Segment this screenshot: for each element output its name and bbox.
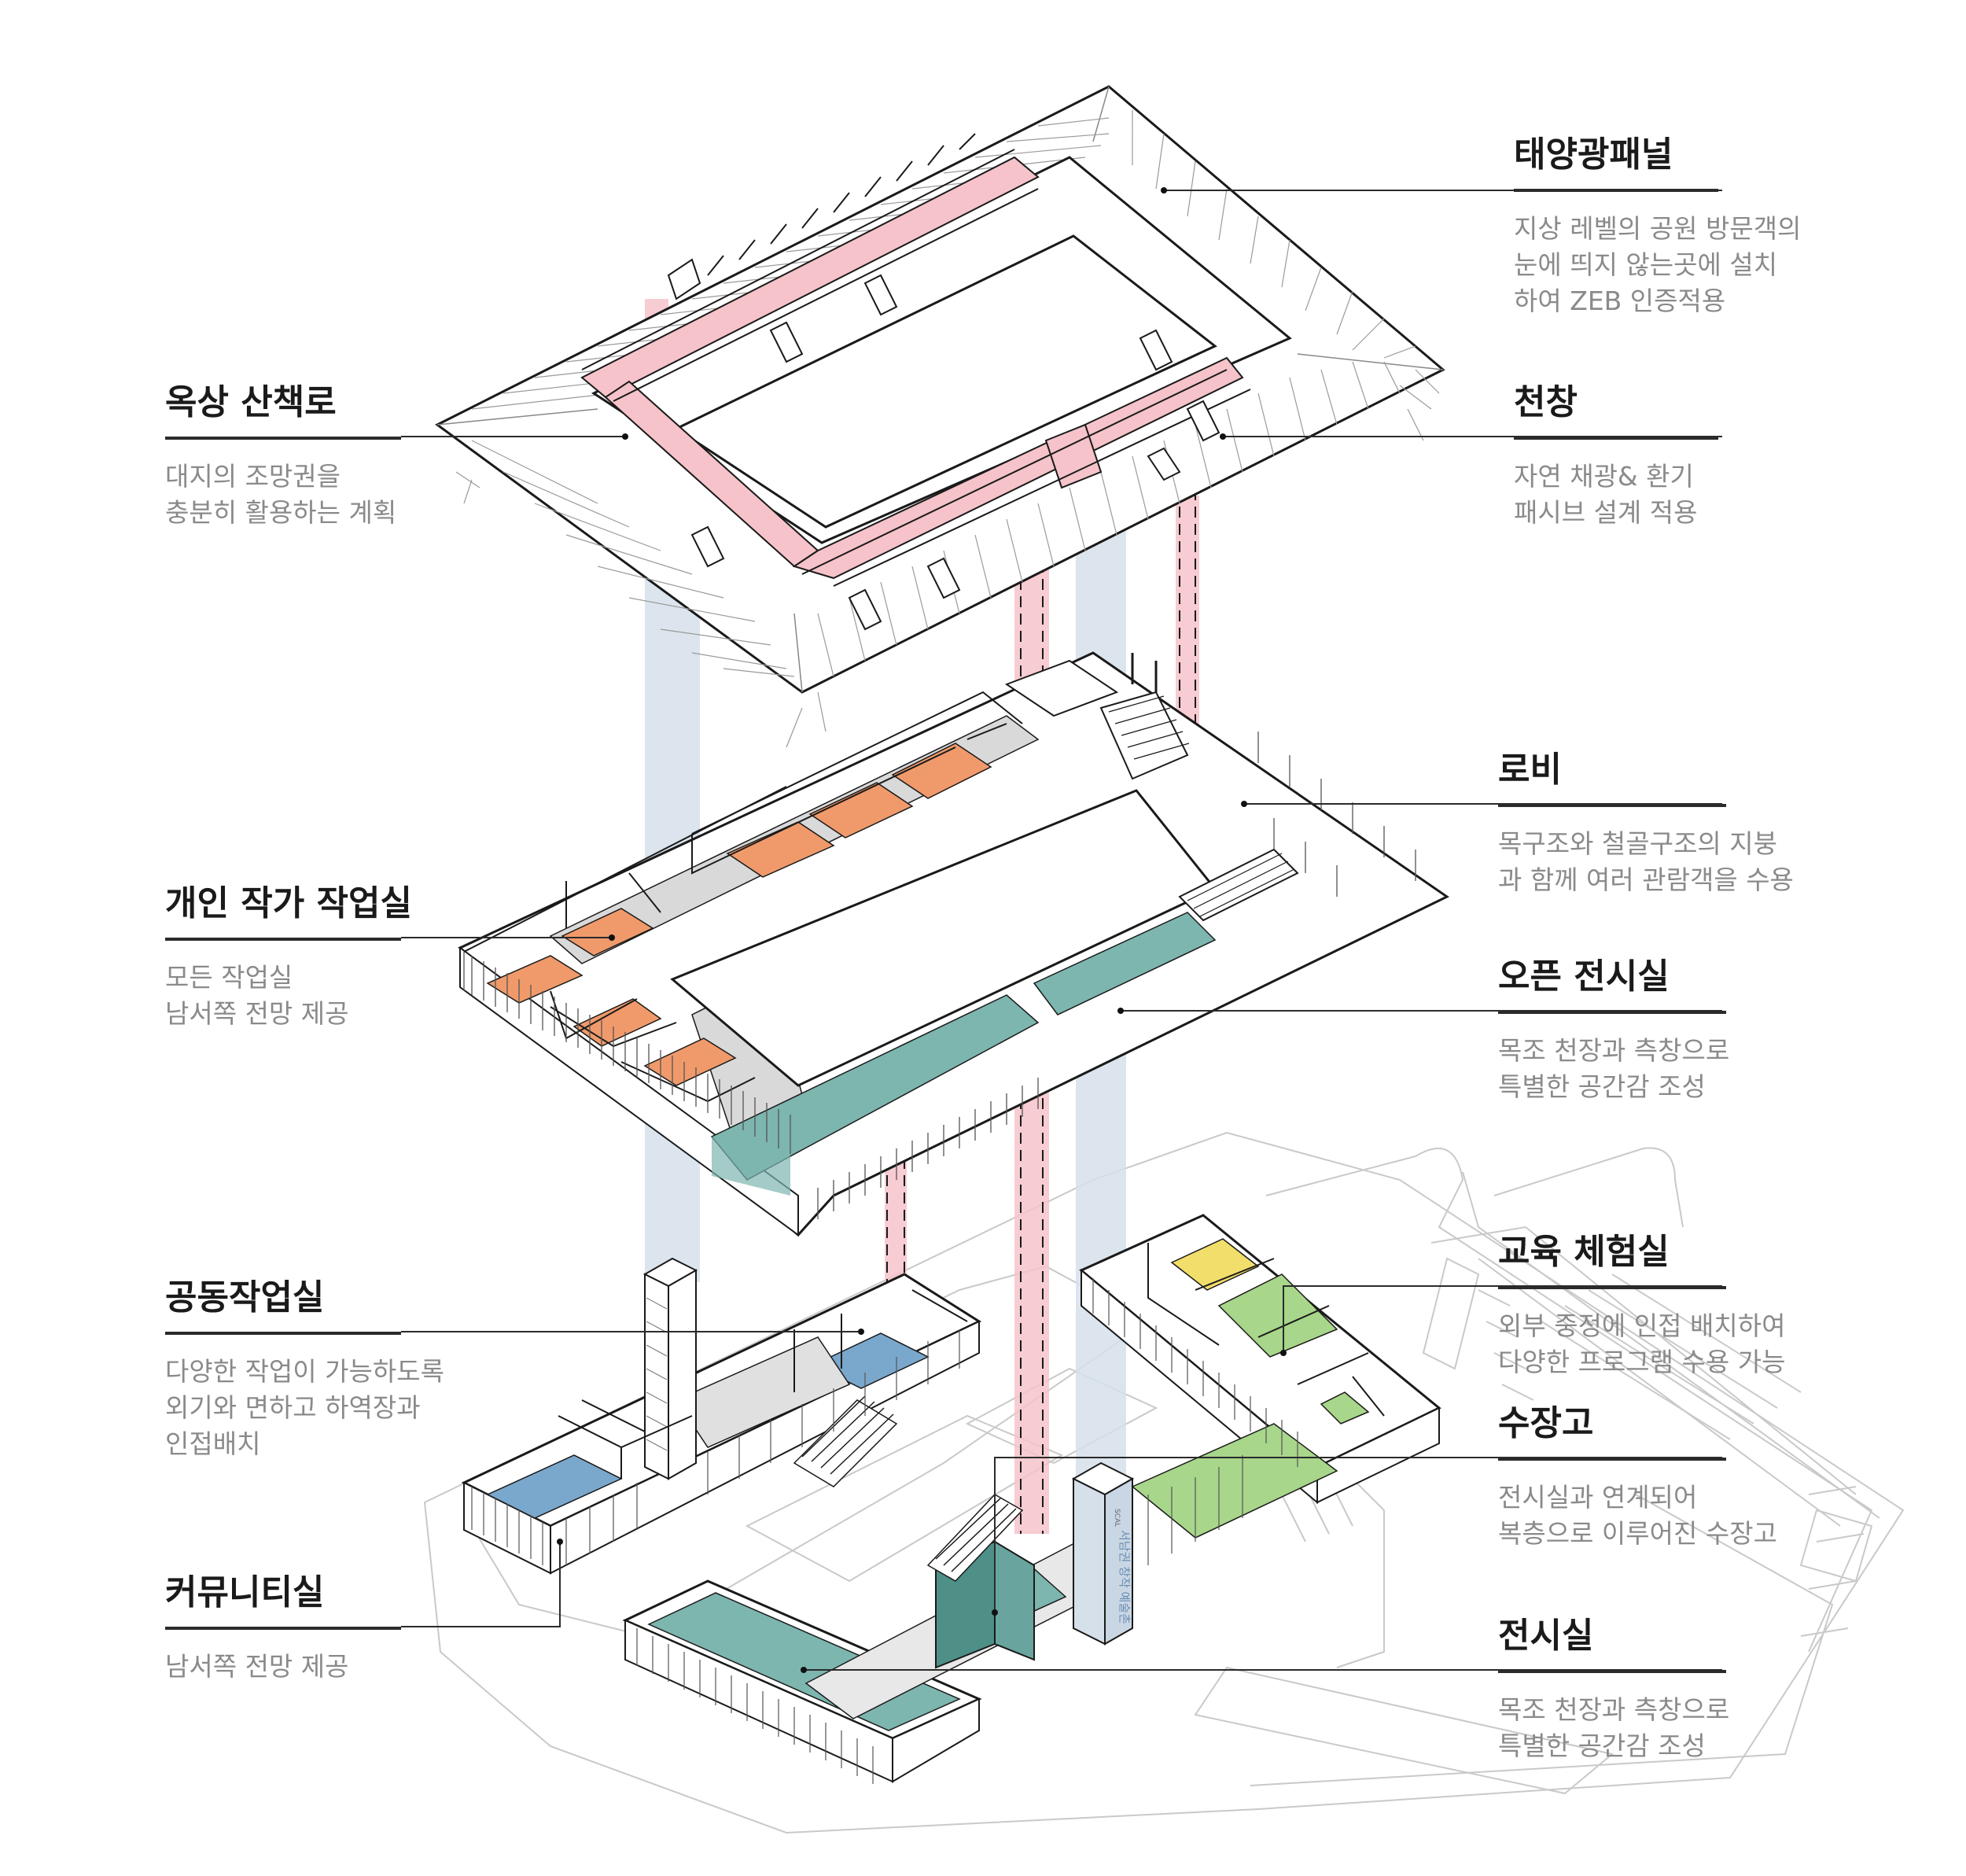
solar-panel-title: 태양광패널 — [1514, 135, 1673, 175]
solar-panel-rule — [1514, 189, 1718, 192]
core-sign-name: 서남권 창작 예술촌 — [1117, 1530, 1132, 1624]
rooftop-walk-title: 옥상 산책로 — [165, 382, 337, 422]
lobby-desc: 목구조와 철골구조의 지붕 과 함께 여러 관람객을 수용 — [1498, 826, 1794, 898]
solar-desc-line: 하여 ZEB 인증적용 — [1514, 286, 1726, 316]
shared-studio-title: 공동작업실 — [165, 1277, 325, 1318]
education-room-desc: 외부 중정에 인접 배치하여 다양한 프로그램 수용 가능 — [1498, 1308, 1786, 1380]
shared-desc-line: 외기와 면하고 하역장과 — [165, 1392, 421, 1423]
shared-studio-rule — [165, 1332, 401, 1335]
education-desc-line: 외부 중정에 인접 배치하여 — [1498, 1310, 1786, 1341]
community-desc-line: 남서쪽 전망 제공 — [165, 1651, 349, 1682]
signage-core — [1071, 1461, 1135, 1646]
open-gallery-desc-line: 특별한 공간감 조성 — [1498, 1071, 1706, 1102]
gallery-desc: 목조 천장과 측창으로 특별한 공간감 조성 — [1498, 1692, 1730, 1764]
storage-desc: 전시실과 연계되어 복층으로 이루어진 수장고 — [1498, 1480, 1777, 1552]
shared-desc-line: 다양한 작업이 가능하도록 — [165, 1356, 444, 1387]
education-desc-line: 다양한 프로그램 수용 가능 — [1498, 1347, 1786, 1377]
education-room-title: 교육 체험실 — [1498, 1232, 1670, 1272]
rooftop-desc-line: 충분히 활용하는 계획 — [165, 497, 397, 528]
label-solar-panel: 태양광패널 지상 레벨의 공원 방문객의 눈에 띄지 않는곳에 설치 하여 ZE… — [1514, 132, 1802, 319]
shared-studio-desc: 다양한 작업이 가능하도록 외기와 면하고 하역장과 인접배치 — [165, 1354, 444, 1462]
studio-desc-line: 모든 작업실 — [165, 962, 293, 993]
solar-panel-desc: 지상 레벨의 공원 방문객의 눈에 띄지 않는곳에 설치 하여 ZEB 인증적용 — [1514, 211, 1802, 319]
label-open-gallery: 오픈 전시실 목조 천장과 측창으로 특별한 공간감 조성 — [1498, 954, 1730, 1105]
label-gallery: 전시실 목조 천장과 측창으로 특별한 공간감 조성 — [1498, 1613, 1730, 1764]
artist-studio-title: 개인 작가 작업실 — [165, 883, 412, 923]
label-education-room: 교육 체험실 외부 중정에 인접 배치하여 다양한 프로그램 수용 가능 — [1498, 1229, 1786, 1380]
studio-desc-line: 남서쪽 전망 제공 — [165, 998, 349, 1029]
lobby-rule — [1498, 804, 1726, 807]
open-gallery-desc: 목조 천장과 측창으로 특별한 공간감 조성 — [1498, 1033, 1730, 1105]
label-community-room: 커뮤니티실 남서쪽 전망 제공 — [165, 1570, 401, 1685]
core-sign-top: SCAL — [1113, 1509, 1121, 1527]
open-gallery-title: 오픈 전시실 — [1498, 956, 1670, 997]
rooftop-walk-desc: 대지의 조망권을 충분히 활용하는 계획 — [165, 459, 401, 531]
gallery-rule — [1498, 1670, 1726, 1673]
storage-desc-line: 복층으로 이루어진 수장고 — [1498, 1518, 1777, 1549]
label-lobby: 로비 목구조와 철골구조의 지붕 과 함께 여러 관람객을 수용 — [1498, 747, 1794, 898]
upper-floor-level — [458, 651, 1449, 1237]
roof-level — [435, 85, 1445, 748]
gallery-desc-line: 특별한 공간감 조성 — [1498, 1730, 1706, 1761]
rooftop-desc-line: 대지의 조망권을 — [165, 461, 341, 492]
lobby-desc-line: 목구조와 철골구조의 지붕 — [1498, 828, 1777, 859]
artist-studio-desc: 모든 작업실 남서쪽 전망 제공 — [165, 960, 401, 1032]
elevator-core-icon — [642, 1257, 698, 1480]
artist-studio-rule — [165, 938, 401, 941]
skylight-desc: 자연 채광& 환기 패시브 설계 적용 — [1514, 459, 1718, 531]
storage-rule — [1498, 1458, 1726, 1461]
lobby-desc-line: 과 함께 여러 관람객을 수용 — [1498, 864, 1794, 895]
lobby-title: 로비 — [1498, 750, 1562, 790]
skylight-desc-line: 자연 채광& 환기 — [1514, 461, 1694, 492]
open-gallery-desc-line: 목조 천장과 측창으로 — [1498, 1035, 1730, 1066]
education-room-rule — [1498, 1286, 1726, 1289]
open-gallery-rule — [1498, 1011, 1726, 1014]
skylight-rule — [1514, 437, 1718, 440]
solar-desc-line: 눈에 띄지 않는곳에 설치 — [1514, 249, 1778, 280]
label-rooftop-walk: 옥상 산책로 대지의 조망권을 충분히 활용하는 계획 — [165, 380, 401, 531]
skylight-title: 천창 — [1514, 382, 1578, 422]
storage-title: 수장고 — [1498, 1403, 1594, 1443]
storage-desc-line: 전시실과 연계되어 — [1498, 1482, 1698, 1513]
site-outline — [423, 1131, 1905, 1834]
community-room-desc: 남서쪽 전망 제공 — [165, 1649, 401, 1685]
rooftop-walk-rule — [165, 437, 401, 440]
label-skylight: 천창 자연 채광& 환기 패시브 설계 적용 — [1514, 380, 1718, 531]
community-room-title: 커뮤니티실 — [165, 1572, 325, 1612]
solar-desc-line: 지상 레벨의 공원 방문객의 — [1514, 213, 1802, 244]
gallery-desc-line: 목조 천장과 측창으로 — [1498, 1694, 1730, 1725]
skylight-desc-line: 패시브 설계 적용 — [1514, 497, 1698, 528]
community-room-rule — [165, 1627, 401, 1630]
label-storage: 수장고 전시실과 연계되어 복층으로 이루어진 수장고 — [1498, 1401, 1777, 1552]
ground-floor-level: SCAL 서남권 창작 예술촌 — [461, 1214, 1441, 1784]
shared-desc-line: 인접배치 — [165, 1428, 261, 1459]
gallery-title: 전시실 — [1498, 1616, 1594, 1656]
label-artist-studio: 개인 작가 작업실 모든 작업실 남서쪽 전망 제공 — [165, 881, 412, 1032]
label-shared-studio: 공동작업실 다양한 작업이 가능하도록 외기와 면하고 하역장과 인접배치 — [165, 1275, 444, 1462]
